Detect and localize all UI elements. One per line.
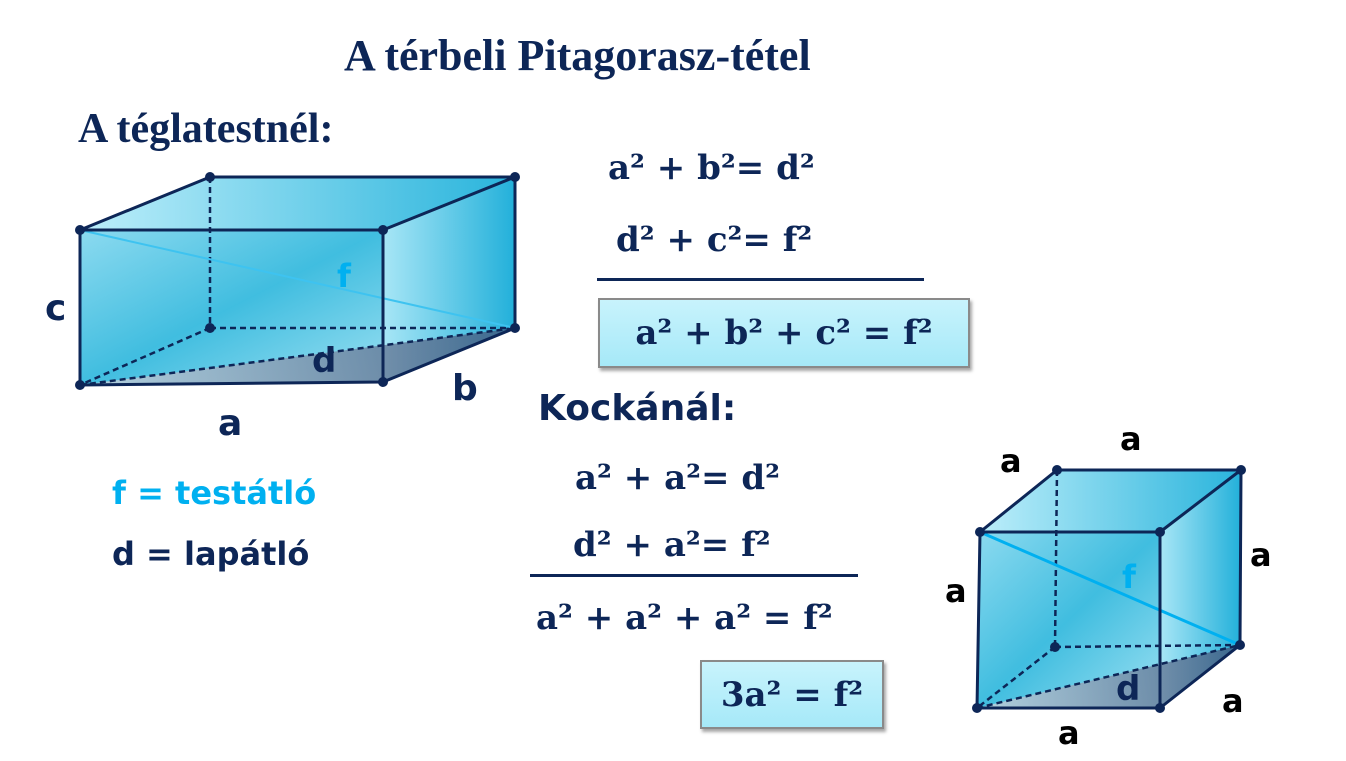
cube-label-d: d	[1116, 669, 1140, 709]
cuboid-result: a² + b² + c² = f²	[635, 313, 933, 353]
cuboid-front-face	[80, 230, 383, 385]
cuboid-result-box: a² + b² + c² = f²	[598, 298, 970, 368]
cube-figure: f d a a a a a a	[945, 420, 1272, 752]
cuboid-label-b: b	[452, 368, 478, 409]
cuboid-label-a: a	[218, 403, 242, 444]
cuboid-top-face	[80, 177, 515, 230]
cuboid-label-f: f	[337, 257, 352, 295]
cube-result-box: 3a² = f²	[700, 660, 884, 729]
cube-front-face	[977, 532, 1160, 708]
legend-f: f = testátló	[112, 474, 317, 512]
cube-label-a: a	[945, 572, 967, 610]
cuboid-heading: A téglatestnél:	[78, 106, 334, 152]
sum-line	[597, 278, 924, 281]
cuboid-diagonal-triangle	[80, 328, 515, 385]
slide-title: A térbeli Pitagorasz-tétel	[344, 31, 811, 80]
cube-result: 3a² = f²	[720, 674, 864, 715]
cuboid-label-c: c	[45, 288, 66, 329]
cube-formula-1: a² + a²= d²	[575, 458, 780, 498]
cube-space-diagonal	[979, 530, 1241, 647]
cuboid-space-diagonal	[79, 229, 516, 329]
cube-label-a: a	[1222, 682, 1244, 720]
cuboid-formula-1: a² + b²= d²	[608, 148, 815, 188]
cube-heading: Kockánál:	[538, 388, 737, 429]
cuboid-label-d: d	[312, 341, 336, 381]
cube-formula-3: a² + a² + a² = f²	[536, 598, 833, 638]
cuboid-side-face	[383, 177, 515, 382]
cube-label-a: a	[1058, 714, 1080, 752]
cube-label-f: f	[1122, 558, 1137, 596]
cube-label-a: a	[1120, 420, 1142, 458]
cube-formula-2: d² + a²= f²	[573, 525, 771, 565]
cuboid-figure: f d c b a	[45, 172, 520, 444]
cube-top-face	[980, 470, 1241, 532]
legend-d: d = lapátló	[112, 535, 310, 573]
cuboid-formula-2: d² + c²= f²	[616, 220, 813, 260]
cube-label-a: a	[1000, 442, 1022, 480]
sum-line	[530, 574, 858, 577]
cube-label-a: a	[1250, 536, 1272, 574]
